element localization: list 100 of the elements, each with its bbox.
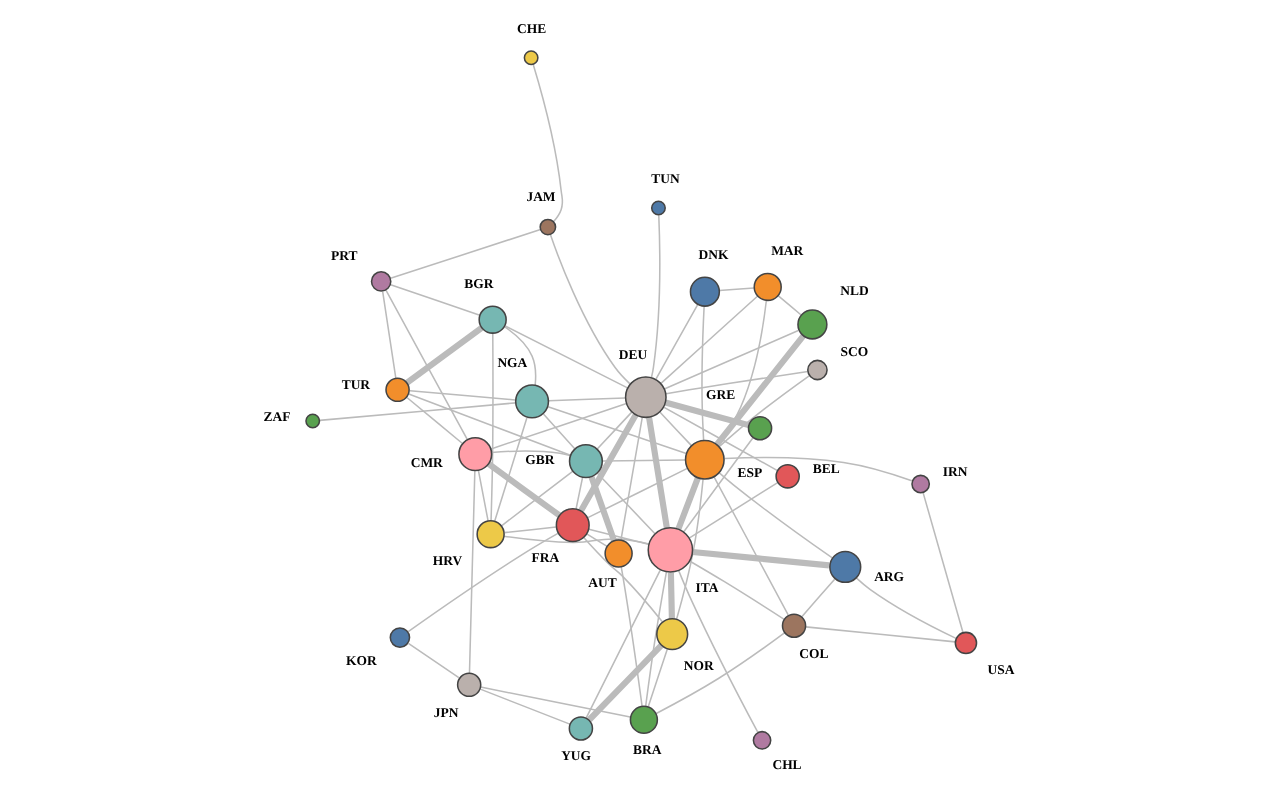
connector [493, 417, 528, 522]
node-circle [305, 413, 321, 429]
connector [855, 577, 957, 640]
connector [503, 526, 557, 534]
connector [381, 290, 397, 379]
connector [596, 472, 656, 535]
connector [675, 478, 704, 621]
connector [468, 470, 476, 674]
node-circle [656, 618, 689, 651]
connector [586, 533, 608, 548]
connector [318, 402, 517, 422]
connector [504, 326, 537, 386]
connector [777, 294, 802, 316]
connector [660, 295, 759, 384]
connector [723, 456, 913, 482]
node-circle [385, 377, 410, 403]
connector [718, 374, 811, 448]
connector [922, 491, 964, 634]
connector [683, 437, 754, 533]
connector [532, 63, 564, 223]
connector [689, 560, 785, 621]
connector [405, 325, 484, 386]
node-circle [647, 527, 694, 573]
node-circle [624, 376, 667, 419]
node-circle [954, 631, 978, 655]
node-circle [456, 672, 482, 698]
connector [389, 228, 542, 280]
node-circle [568, 444, 604, 479]
connector [620, 416, 644, 541]
connector [655, 632, 786, 715]
connector [487, 461, 562, 518]
connector [407, 532, 560, 633]
node-circle [775, 464, 800, 489]
connector [588, 528, 650, 546]
connector [409, 390, 516, 401]
connector [650, 214, 661, 379]
connector [477, 469, 489, 522]
connector [596, 411, 633, 450]
connector [655, 303, 699, 380]
connector [490, 402, 628, 450]
connector [406, 397, 464, 445]
node-circle [539, 218, 557, 236]
node-circle [389, 627, 411, 648]
connector [549, 233, 631, 385]
connector [407, 642, 460, 679]
connector [504, 325, 629, 389]
connector [578, 413, 639, 512]
node-circle [650, 200, 666, 216]
connector [548, 397, 626, 402]
connector [620, 566, 643, 708]
node-circle [829, 550, 862, 584]
connector [714, 333, 806, 447]
connector [587, 467, 689, 519]
connector [659, 411, 693, 447]
connector [503, 535, 650, 545]
node-circle [911, 474, 931, 494]
connector [718, 287, 755, 292]
connector [575, 477, 584, 510]
connector [647, 648, 669, 708]
connector [408, 393, 572, 457]
node-circle [689, 276, 721, 307]
connector [385, 289, 468, 441]
node-circle [523, 50, 539, 66]
node-circle [478, 305, 507, 334]
node-circle [807, 359, 828, 381]
connector [389, 283, 481, 316]
connector [585, 569, 662, 719]
node-circle [629, 705, 659, 735]
connector [665, 370, 809, 395]
connector [644, 571, 668, 707]
node-circle [747, 415, 773, 441]
node-circle [568, 716, 594, 741]
connector [500, 470, 574, 527]
node-circle [604, 539, 633, 568]
node-circle [781, 613, 807, 639]
connector [675, 477, 701, 531]
connector [542, 413, 576, 450]
connector [490, 450, 571, 457]
node-circle [684, 439, 725, 480]
connector [582, 536, 663, 623]
connector [667, 572, 675, 619]
node-circle [555, 508, 590, 543]
connector [490, 333, 494, 522]
connector [588, 475, 617, 542]
connector [479, 688, 571, 725]
connector [645, 416, 670, 529]
connector [713, 476, 789, 616]
connector [664, 329, 800, 390]
node-circle [458, 437, 493, 472]
connector [801, 578, 836, 618]
connector [662, 406, 779, 472]
node-circle [753, 272, 782, 302]
connector [688, 481, 779, 539]
node-circle [752, 730, 772, 750]
connector [678, 570, 759, 733]
connector [664, 399, 750, 429]
connector [547, 406, 688, 455]
connector [601, 459, 686, 462]
connector [479, 686, 631, 718]
connector [804, 626, 956, 643]
